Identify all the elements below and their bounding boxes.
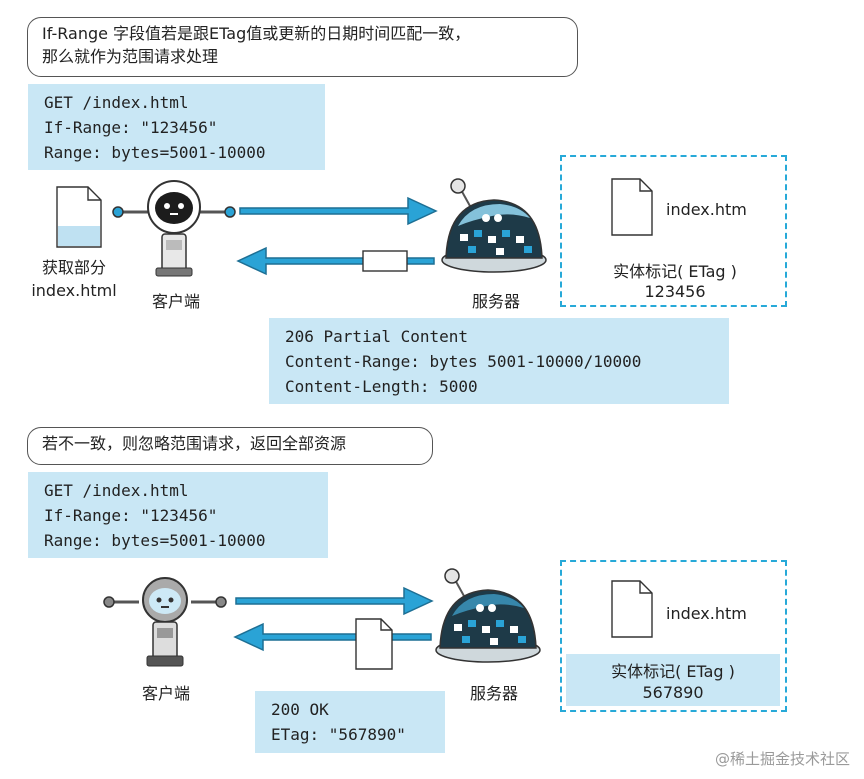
request-line: GET /index.html — [44, 93, 189, 112]
resource-file-icon — [611, 580, 653, 638]
response-line: ETag: "567890" — [271, 725, 406, 744]
request-box-2: GET /index.html If-Range: "123456" Range… — [28, 472, 328, 558]
response-line: 206 Partial Content — [285, 327, 469, 346]
partial-file-label: 获取部分 index.html — [14, 256, 134, 302]
request-line: If-Range: "123456" — [44, 118, 218, 137]
etag-value: 123456 — [644, 282, 706, 301]
request-arrow — [239, 196, 438, 226]
request-arrow — [235, 586, 434, 616]
response-line: Content-Length: 5000 — [285, 377, 478, 396]
callout-line: 若不一致，则忽略范围请求，返回全部资源 — [42, 434, 347, 453]
etag-value: 567890 — [642, 683, 704, 702]
client-robot-icon — [103, 577, 227, 667]
resource-file-icon — [611, 178, 653, 236]
callout-line-2: 那么就作为范围请求处理 — [42, 47, 219, 66]
mismatch-callout: 若不一致，则忽略范围请求，返回全部资源 — [27, 427, 433, 465]
response-arrow — [233, 622, 432, 652]
request-line: Range: bytes=5001-10000 — [44, 531, 266, 550]
response-line: Content-Range: bytes 5001-10000/10000 — [285, 352, 642, 371]
client-label: 客户端 — [151, 292, 200, 311]
partial-file-label-line: 获取部分 — [41, 258, 106, 277]
request-line: GET /index.html — [44, 481, 189, 500]
callout-line-1: If-Range 字段值若是跟ETag值或更新的日期时间匹配一致， — [42, 24, 471, 43]
condition-callout: If-Range 字段值若是跟ETag值或更新的日期时间匹配一致， 那么就作为范… — [27, 17, 578, 77]
etag-highlight — [566, 654, 780, 706]
resource-file-name: index.htm — [666, 604, 747, 623]
server-resource-box — [560, 560, 787, 712]
request-box: GET /index.html If-Range: "123456" Range… — [28, 84, 325, 170]
response-box-2: 200 OK ETag: "567890" — [255, 691, 445, 753]
watermark: @稀土掘金技术社区 — [714, 750, 850, 768]
server-robot-icon — [435, 568, 541, 663]
partial-payload-icon — [362, 250, 408, 272]
full-payload-file-icon — [355, 618, 393, 670]
etag-label: 实体标记( ETag ) — [613, 262, 737, 281]
request-line: Range: bytes=5001-10000 — [44, 143, 266, 162]
partial-file-label-line: index.html — [31, 281, 117, 300]
resource-file-name: index.htm — [666, 200, 747, 219]
request-line: If-Range: "123456" — [44, 506, 218, 525]
client-robot-icon — [112, 180, 236, 277]
server-label: 服务器 — [469, 684, 518, 703]
response-box: 206 Partial Content Content-Range: bytes… — [269, 318, 729, 404]
partial-file-icon — [56, 186, 102, 248]
server-resource-box — [560, 155, 787, 307]
client-label: 客户端 — [141, 684, 190, 703]
etag-label: 实体标记( ETag ) — [611, 662, 735, 681]
response-line: 200 OK — [271, 700, 329, 719]
server-label: 服务器 — [471, 292, 520, 311]
server-robot-icon — [441, 178, 547, 273]
